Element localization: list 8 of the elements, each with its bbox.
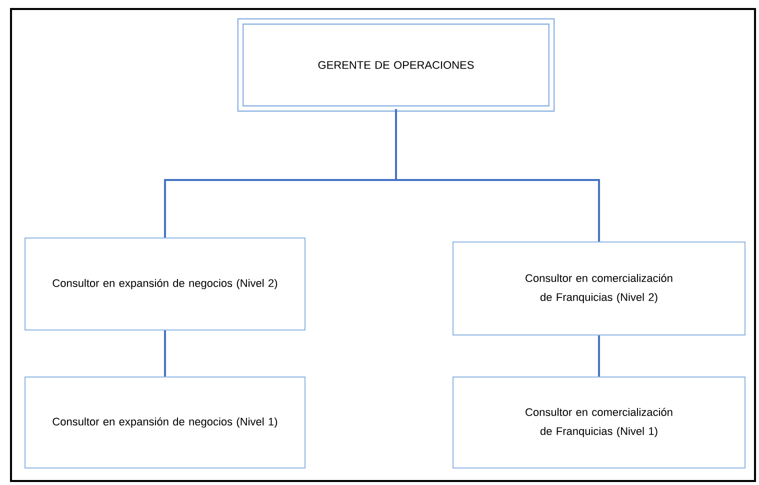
role-box: Consultor en comercialización de Franquicias (Nivel 1): [452, 376, 746, 468]
connector-line: [395, 109, 600, 242]
role-box: Consultor en expansión de negocios (Nivel 2): [24, 238, 306, 330]
title-box: GERENTE DE OPERACIONES: [237, 18, 555, 112]
role-box: Consultor en expansión de negocios (Nivel 1): [24, 376, 306, 468]
role-box: Consultor en comercialización de Franquicias (Nivel 2): [452, 242, 746, 336]
connector-line: [598, 336, 600, 376]
connector-line: [164, 330, 166, 376]
